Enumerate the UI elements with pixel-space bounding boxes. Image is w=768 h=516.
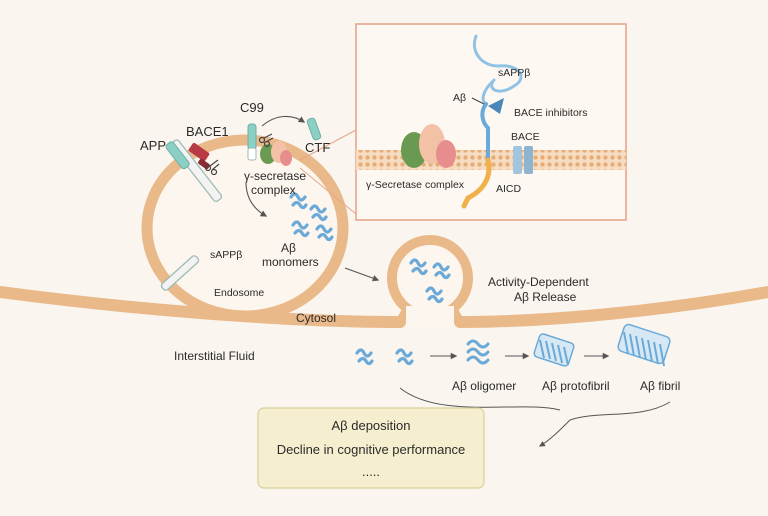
outcome-item-2: Decline in cognitive performance xyxy=(277,442,466,457)
outcome-box xyxy=(257,407,485,489)
inset-abeta-chain xyxy=(480,102,490,162)
outcome-item-3: ..... xyxy=(362,464,380,479)
ctf-fragment xyxy=(306,117,322,141)
inset-aicd xyxy=(461,157,492,209)
bace1-label: BACE1 xyxy=(186,124,229,139)
interstitial-fluid-label: Interstitial Fluid xyxy=(174,349,255,363)
app-protein xyxy=(165,139,223,203)
scissors-icon-app xyxy=(204,159,220,176)
plasma-membrane-left xyxy=(0,286,406,328)
inset-bace-channel xyxy=(513,146,533,174)
abeta-protofibril-shape xyxy=(533,333,575,367)
gamma-secretase-label-1: γ-secretase xyxy=(244,169,306,183)
ctf-label: CTF xyxy=(305,140,330,155)
inset-gamma-secretase xyxy=(401,124,456,168)
gamma-secretase-label-2: complex xyxy=(251,183,296,197)
arrow-c99-to-ctf xyxy=(261,115,306,127)
abeta-fibril-shape xyxy=(617,323,671,367)
inset-ab-label: Aβ xyxy=(453,92,466,104)
cytosol-label: Cytosol xyxy=(296,311,336,325)
inset-gamma-secretase-label: γ-Secretase complex xyxy=(366,179,465,191)
app-label: APP xyxy=(140,138,166,153)
vesicle-opening xyxy=(406,306,454,328)
inset-connector-top xyxy=(299,129,357,161)
release-vesicle xyxy=(387,235,473,321)
converge-line-left xyxy=(399,387,561,411)
endosome-membrane xyxy=(141,134,349,322)
sappb-fragment xyxy=(160,255,200,291)
scissors-icon-c99 xyxy=(258,133,274,148)
c99-fragment xyxy=(247,123,257,161)
plasma-membrane-right xyxy=(454,286,768,328)
inset-bace-label: BACE xyxy=(511,131,540,143)
ab-oligomer-label: Aβ oligomer xyxy=(452,379,516,393)
arrow-c99-to-abeta xyxy=(245,181,268,217)
inset-connector-bottom xyxy=(299,167,357,215)
outcome-item-1: Aβ deposition xyxy=(331,418,410,433)
sappb-label: sAPPβ xyxy=(210,249,242,261)
bace1-enzyme xyxy=(188,142,210,170)
inset-bace-inhibitors-label: BACE inhibitors xyxy=(514,107,588,119)
activity-release-label-2: Aβ Release xyxy=(514,290,577,304)
ab-protofibril-label: Aβ protofibril xyxy=(542,379,610,393)
converge-arrow xyxy=(538,401,671,447)
inset-bace-inhibitor xyxy=(488,98,504,114)
arrow-endosome-to-vesicle xyxy=(344,267,380,282)
activity-release-label-1: Activity-Dependent xyxy=(488,275,589,289)
ab-monomers-label-2: monomers xyxy=(262,255,319,269)
inset-sappb-label: sAPPβ xyxy=(498,67,530,79)
inset-ab-pointer xyxy=(471,97,485,105)
ab-monomers-label-1: Aβ xyxy=(281,241,296,255)
abeta-oligomer-shape xyxy=(466,339,490,365)
endosome-label: Endosome xyxy=(214,287,264,299)
inset-aicd-label: AICD xyxy=(496,183,522,195)
inset-panel: sAPPβ Aβ BACE inhibitors BACE γ-Secretas… xyxy=(355,23,627,221)
c99-label: C99 xyxy=(240,100,264,115)
ab-fibril-label: Aβ fibril xyxy=(640,379,680,393)
gamma-secretase-small xyxy=(260,141,292,166)
